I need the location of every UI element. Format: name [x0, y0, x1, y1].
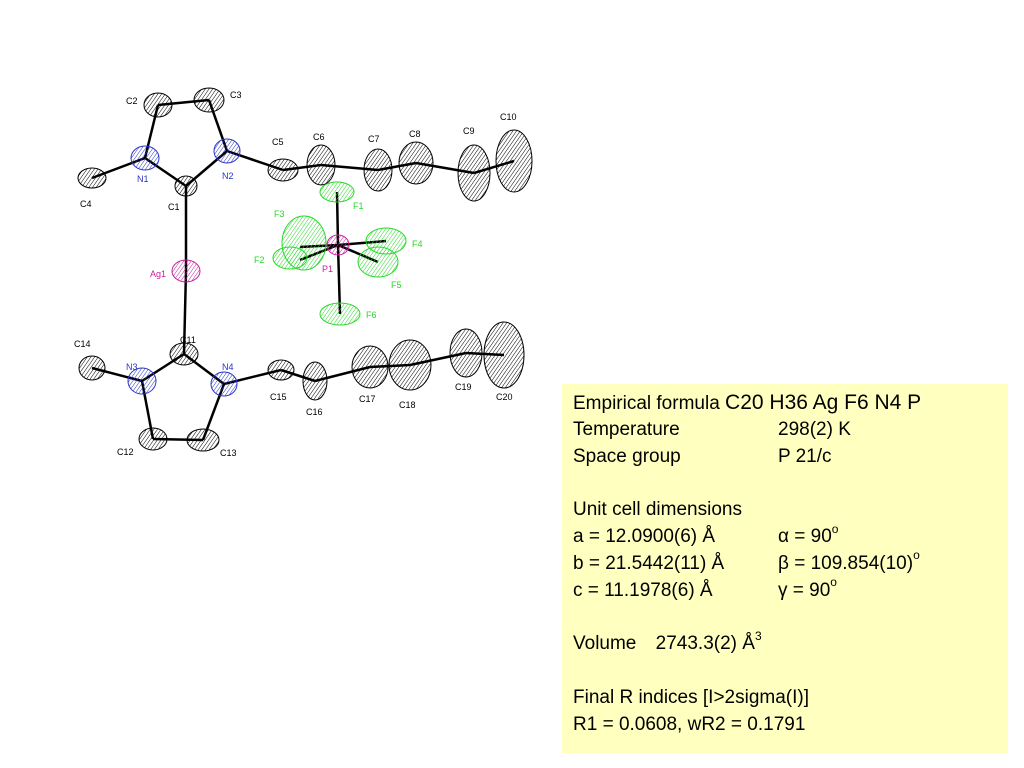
- atom-F1: [319, 181, 355, 203]
- atom-C10: [495, 129, 533, 193]
- space-group-value: P 21/c: [778, 445, 832, 467]
- atom-F3: [281, 215, 327, 271]
- cell-b: b = 21.5442(11) Å: [573, 552, 725, 574]
- atom-C12: [138, 427, 168, 451]
- label-F6: F6: [366, 310, 377, 320]
- atom-C1: [174, 175, 198, 197]
- atom-C3: [193, 87, 225, 113]
- space-group-row: Space group P 21/c: [573, 444, 997, 471]
- atom-C9: [457, 144, 491, 202]
- label-C13: C13: [220, 448, 237, 458]
- label-C15: C15: [270, 392, 287, 402]
- atom-C4: [77, 167, 107, 189]
- degree-sup: o: [830, 575, 837, 590]
- atom-C17: [351, 345, 389, 389]
- label-F3: F3: [274, 209, 285, 219]
- label-N3: N3: [126, 362, 138, 372]
- label-P1: P1: [322, 264, 333, 274]
- label-Ag1: Ag1: [150, 269, 166, 279]
- label-F4: F4: [412, 239, 423, 249]
- label-C7: C7: [368, 134, 380, 144]
- volume-value: 2743.3(2) Å: [655, 633, 755, 655]
- crystal-data-panel: Empirical formula C20 H36 Ag F6 N4 P Tem…: [562, 384, 1008, 753]
- atom-F6: [319, 302, 361, 326]
- atom-C8: [398, 141, 434, 185]
- label-F1: F1: [353, 201, 364, 211]
- atom-Ag1: [171, 259, 201, 283]
- label-C9: C9: [463, 126, 475, 136]
- label-C1: C1: [168, 202, 180, 212]
- atom-C19: [449, 328, 483, 378]
- volume-row: Volume 2743.3(2) Å3: [573, 628, 997, 658]
- degree-sup: o: [831, 521, 839, 536]
- unit-cell-heading: Unit cell dimensions: [573, 499, 742, 521]
- temperature-row: Temperature 298(2) K: [573, 417, 997, 444]
- atom-C13: [186, 428, 220, 452]
- label-C4: C4: [80, 199, 92, 209]
- atom-C6: [306, 144, 336, 186]
- atom-C15: [267, 359, 295, 381]
- atom-C16: [302, 361, 328, 401]
- metal-phosphorus-atoms: [171, 234, 350, 283]
- atom-C7: [363, 148, 393, 192]
- atom-F5: [357, 246, 399, 278]
- atom-C14: [78, 355, 106, 381]
- cell-beta: β = 109.854(10): [778, 552, 914, 574]
- label-N2: N2: [222, 171, 234, 181]
- label-C19: C19: [455, 382, 472, 392]
- label-C18: C18: [399, 400, 416, 410]
- atom-C2: [143, 92, 173, 118]
- atom-C18: [388, 339, 432, 391]
- label-C16: C16: [306, 407, 323, 417]
- cell-c-row: c = 11.1978(6) Å γ = 90o: [573, 575, 997, 605]
- atom-labels: C1 C2 C3 C4 C5 C6 C7 C8 C9 C10 C11 C12 C…: [74, 90, 517, 458]
- formula-row: Empirical formula C20 H36 Ag F6 N4 P: [573, 390, 997, 417]
- label-F5: F5: [391, 280, 402, 290]
- space-group-label: Space group: [573, 445, 681, 467]
- cell-a: a = 12.0900(6) Å: [573, 525, 716, 547]
- temperature-label: Temperature: [573, 418, 680, 440]
- label-C10: C10: [500, 112, 517, 122]
- label-C5: C5: [272, 137, 284, 147]
- label-C3: C3: [230, 90, 242, 100]
- r-indices-values: R1 = 0.0608, wR2 = 0.1791: [573, 713, 806, 735]
- cell-alpha: α = 90: [778, 525, 832, 547]
- formula-value: C20 H36 Ag F6 N4 P: [725, 391, 922, 414]
- carbon-atoms: [77, 87, 533, 452]
- label-C6: C6: [313, 132, 325, 142]
- cell-b-row: b = 21.5442(11) Å β = 109.854(10)o: [573, 548, 997, 578]
- atom-P1: [326, 234, 350, 256]
- label-F2: F2: [254, 255, 265, 265]
- fluorine-atoms: [272, 181, 407, 326]
- volume-sup: 3: [754, 628, 762, 643]
- label-C8: C8: [409, 129, 421, 139]
- label-C2: C2: [126, 96, 138, 106]
- r-indices-heading: Final R indices [I>2sigma(I)]: [573, 686, 809, 708]
- formula-label: Empirical formula: [573, 393, 720, 414]
- cell-gamma: γ = 90: [778, 579, 831, 601]
- atom-C11: [169, 342, 199, 366]
- label-N4: N4: [222, 362, 234, 372]
- label-C11: C11: [180, 335, 196, 345]
- cell-c: c = 11.1978(6) Å: [573, 579, 713, 601]
- atom-N2: [213, 138, 241, 164]
- label-N1: N1: [137, 174, 149, 184]
- label-C12: C12: [117, 447, 134, 457]
- atom-N1: [130, 145, 160, 171]
- label-C17: C17: [359, 394, 376, 404]
- volume-label: Volume: [573, 633, 637, 655]
- atom-N3: [127, 367, 157, 395]
- ortep-structure-diagram: C1 C2 C3 C4 C5 C6 C7 C8 C9 C10 C11 C12 C…: [74, 87, 533, 458]
- label-C14: C14: [74, 339, 91, 349]
- cell-a-row: a = 12.0900(6) Å α = 90o: [573, 521, 997, 551]
- atom-N4: [210, 371, 238, 397]
- temperature-value: 298(2) K: [778, 418, 851, 440]
- atom-C20: [483, 321, 525, 389]
- degree-sup: o: [913, 548, 920, 563]
- label-C20: C20: [496, 392, 513, 402]
- atom-C5: [267, 158, 299, 182]
- nitrogen-atoms: [127, 138, 241, 397]
